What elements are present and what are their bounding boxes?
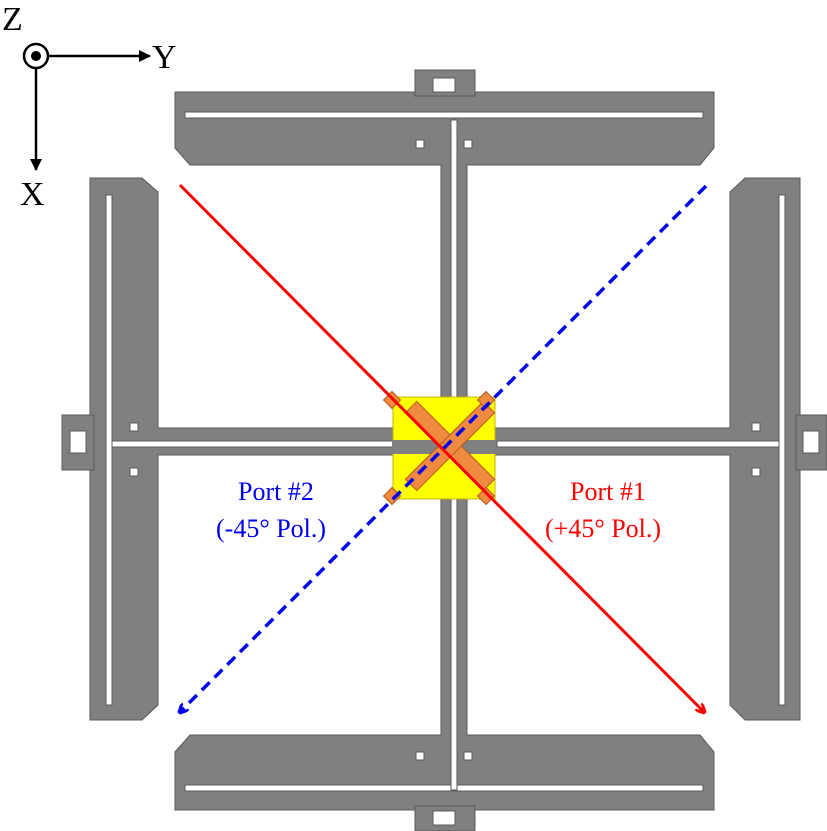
port-1-polarization-line xyxy=(178,183,704,712)
port-1-polarization: (+45° Pol.) xyxy=(545,514,661,543)
port-2-polarization: (-45° Pol.) xyxy=(216,514,326,543)
port-2-polarization-line xyxy=(180,184,708,712)
port-labels: Port #1 (+45° Pol.) Port #2 (-45° Pol.) xyxy=(216,477,661,543)
bottom-arm xyxy=(174,454,715,811)
z-axis-label: Z xyxy=(2,1,23,38)
coordinate-axes: Z Y X xyxy=(2,1,177,213)
y-axis-label: Y xyxy=(152,39,177,76)
right-arm xyxy=(494,177,801,721)
x-axis-label: X xyxy=(20,176,45,213)
port-1-label: Port #1 xyxy=(570,477,646,506)
feed-board xyxy=(382,390,496,506)
port-2-label: Port #2 xyxy=(238,477,314,506)
slots xyxy=(69,77,820,826)
left-arm xyxy=(89,177,396,721)
